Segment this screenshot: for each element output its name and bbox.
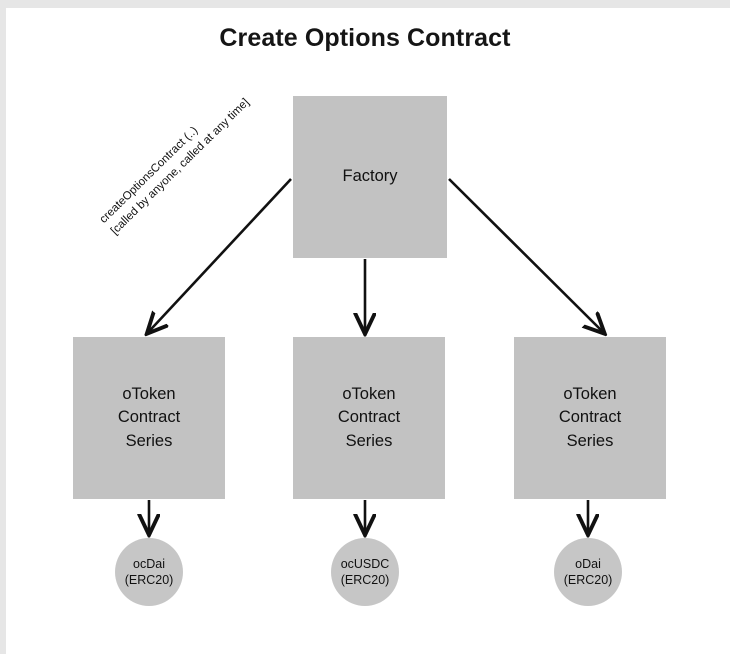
edge-factory-to-series-3	[448, 178, 604, 333]
node-token-ocusdc[interactable]: ocUSDC (ERC20)	[331, 538, 399, 606]
node-otoken-contract-series-2[interactable]: oToken Contract Series	[293, 337, 445, 499]
node-token-ocdai[interactable]: ocDai (ERC20)	[115, 538, 183, 606]
edge-factory-to-series-1	[148, 178, 292, 333]
node-otoken-contract-series-3[interactable]: oToken Contract Series	[514, 337, 666, 499]
node-otoken-contract-series-1[interactable]: oToken Contract Series	[73, 337, 225, 499]
page-title: Create Options Contract	[219, 24, 511, 52]
node-token-odai[interactable]: oDai (ERC20)	[554, 538, 622, 606]
node-factory[interactable]: Factory	[293, 96, 447, 258]
